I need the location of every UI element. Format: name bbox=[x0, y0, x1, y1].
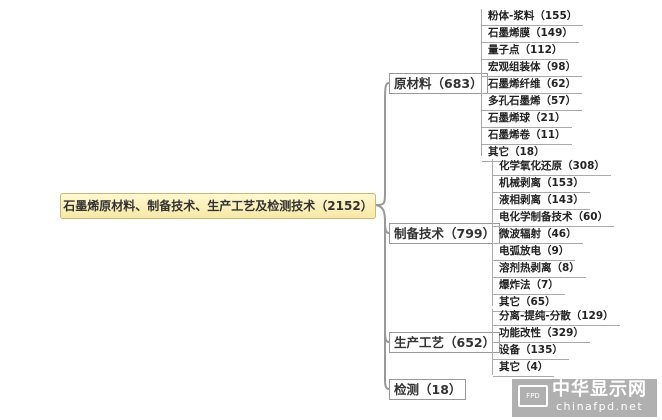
leaf[interactable]: 功能改性（329） bbox=[493, 326, 590, 343]
monitor-icon: FPD bbox=[518, 385, 548, 407]
leaf[interactable]: 电弧放电（9） bbox=[493, 244, 576, 261]
watermark: FPD 中华显示网 chinafpd.net bbox=[512, 379, 657, 417]
bracket: 粉体-浆料（155） 石墨烯膜（149） 量子点（112） 宏观组装体（98） … bbox=[481, 9, 584, 162]
leaf[interactable]: 设备（135） bbox=[493, 343, 569, 360]
branch-raw-materials[interactable]: 原材料（683） bbox=[389, 73, 488, 94]
bracket: 分离-提纯-分散（129） 功能改性（329） 设备（135） 其它（4） bbox=[492, 309, 620, 377]
leaf[interactable]: 电化学制备技术（60） bbox=[493, 210, 615, 227]
watermark-cn: 中华显示网 bbox=[552, 379, 647, 400]
leaf[interactable]: 量子点（112） bbox=[482, 43, 569, 60]
leaf[interactable]: 石墨烯膜（149） bbox=[482, 26, 579, 43]
leaf[interactable]: 其它（18） bbox=[482, 145, 551, 162]
leaf[interactable]: 其它（4） bbox=[493, 360, 555, 377]
leaf[interactable]: 爆炸法（7） bbox=[493, 278, 565, 295]
leaf[interactable]: 液相剥离（143） bbox=[493, 193, 590, 210]
leaf[interactable]: 化学氧化还原（308） bbox=[493, 159, 611, 176]
leaf[interactable]: 溶剂热剥离（8） bbox=[493, 261, 586, 278]
branch-production[interactable]: 生产工艺（652） bbox=[389, 332, 501, 353]
watermark-en: chinafpd.net bbox=[556, 400, 644, 413]
root-node[interactable]: 石墨烯原材料、制备技术、生产工艺及检测技术（2152） bbox=[60, 193, 376, 219]
leaf[interactable]: 宏观组装体（98） bbox=[482, 60, 583, 77]
branch-testing[interactable]: 检测（18） bbox=[389, 379, 467, 400]
bracket: 化学氧化还原（308） 机械剥离（153） 液相剥离（143） 电化学制备技术（… bbox=[492, 159, 615, 312]
leaf[interactable]: 石墨烯卷（11） bbox=[482, 128, 572, 145]
leaf[interactable]: 粉体-浆料（155） bbox=[482, 9, 584, 26]
leaf[interactable]: 多孔石墨烯（57） bbox=[482, 94, 583, 111]
leaf[interactable]: 分离-提纯-分散（129） bbox=[493, 309, 620, 326]
branch-preparation[interactable]: 制备技术（799） bbox=[389, 223, 501, 244]
leaf[interactable]: 石墨烯球（21） bbox=[482, 111, 572, 128]
leaf[interactable]: 机械剥离（153） bbox=[493, 176, 590, 193]
leaf[interactable]: 其它（65） bbox=[493, 295, 562, 312]
leaf[interactable]: 微波辐射（46） bbox=[493, 227, 583, 244]
leaf[interactable]: 石墨烯纤维（62） bbox=[482, 77, 583, 94]
